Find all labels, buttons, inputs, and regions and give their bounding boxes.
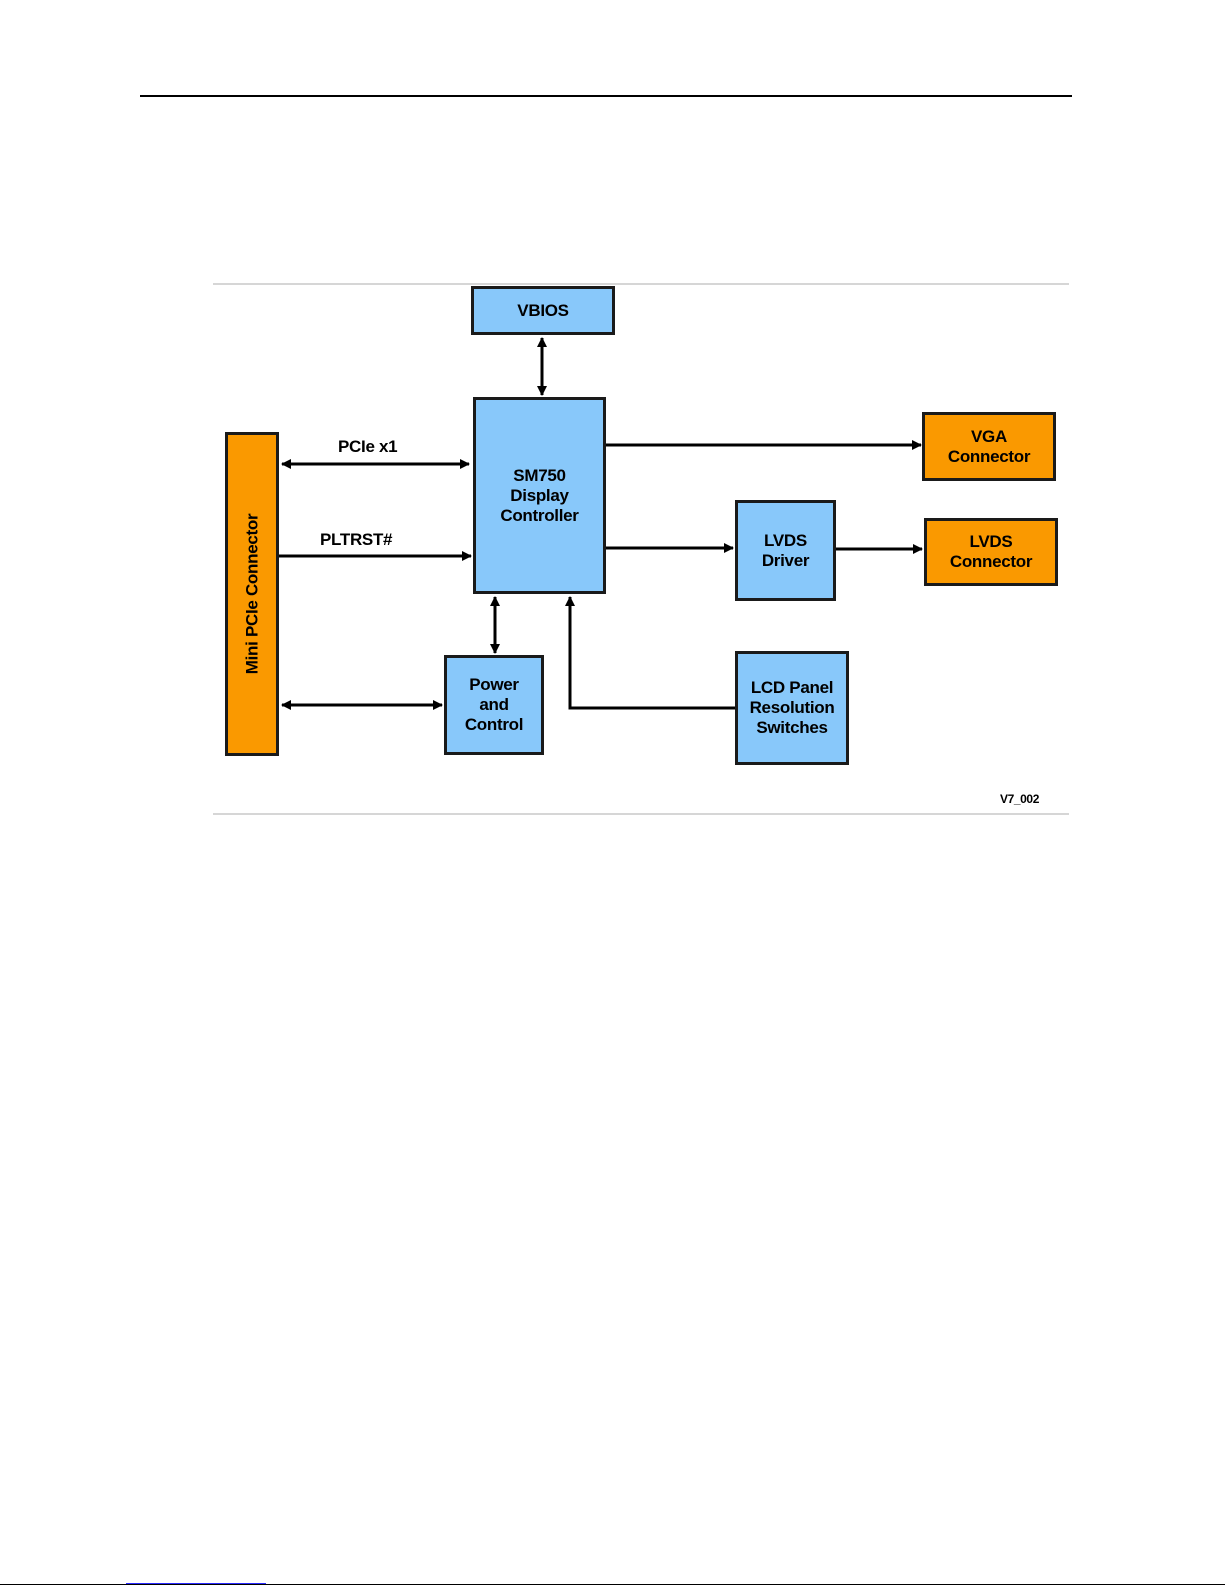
vga-connector-label: VGA Connector: [948, 427, 1030, 467]
lvds-driver-block: LVDS Driver: [735, 500, 836, 601]
pltrst-signal-label: PLTRST#: [320, 530, 392, 550]
figure-id: V7_002: [1000, 792, 1039, 806]
power-and-control-label: Power and Control: [465, 675, 523, 735]
lcd-panel-resolution-switches-block: LCD Panel Resolution Switches: [735, 651, 849, 765]
power-and-control-block: Power and Control: [444, 655, 544, 755]
vga-connector-block: VGA Connector: [922, 412, 1056, 481]
vbios-label: VBIOS: [517, 301, 568, 321]
vbios-block: VBIOS: [471, 286, 615, 335]
lcd-switches-label: LCD Panel Resolution Switches: [750, 678, 835, 738]
mini-pcie-connector-block: Mini PCIe Connector: [225, 432, 279, 756]
sm750-label: SM750 Display Controller: [500, 466, 578, 526]
figure-frame-bottom: [213, 813, 1069, 815]
sm750-display-controller-block: SM750 Display Controller: [473, 397, 606, 594]
pcie-x1-signal-label: PCIe x1: [338, 437, 397, 457]
lvds-connector-block: LVDS Connector: [924, 518, 1058, 586]
mini-pcie-connector-label: Mini PCIe Connector: [242, 514, 262, 675]
lvds-connector-label: LVDS Connector: [950, 532, 1032, 572]
arrow-lcd-switches-sm750: [570, 597, 736, 708]
lvds-driver-label: LVDS Driver: [762, 531, 809, 571]
